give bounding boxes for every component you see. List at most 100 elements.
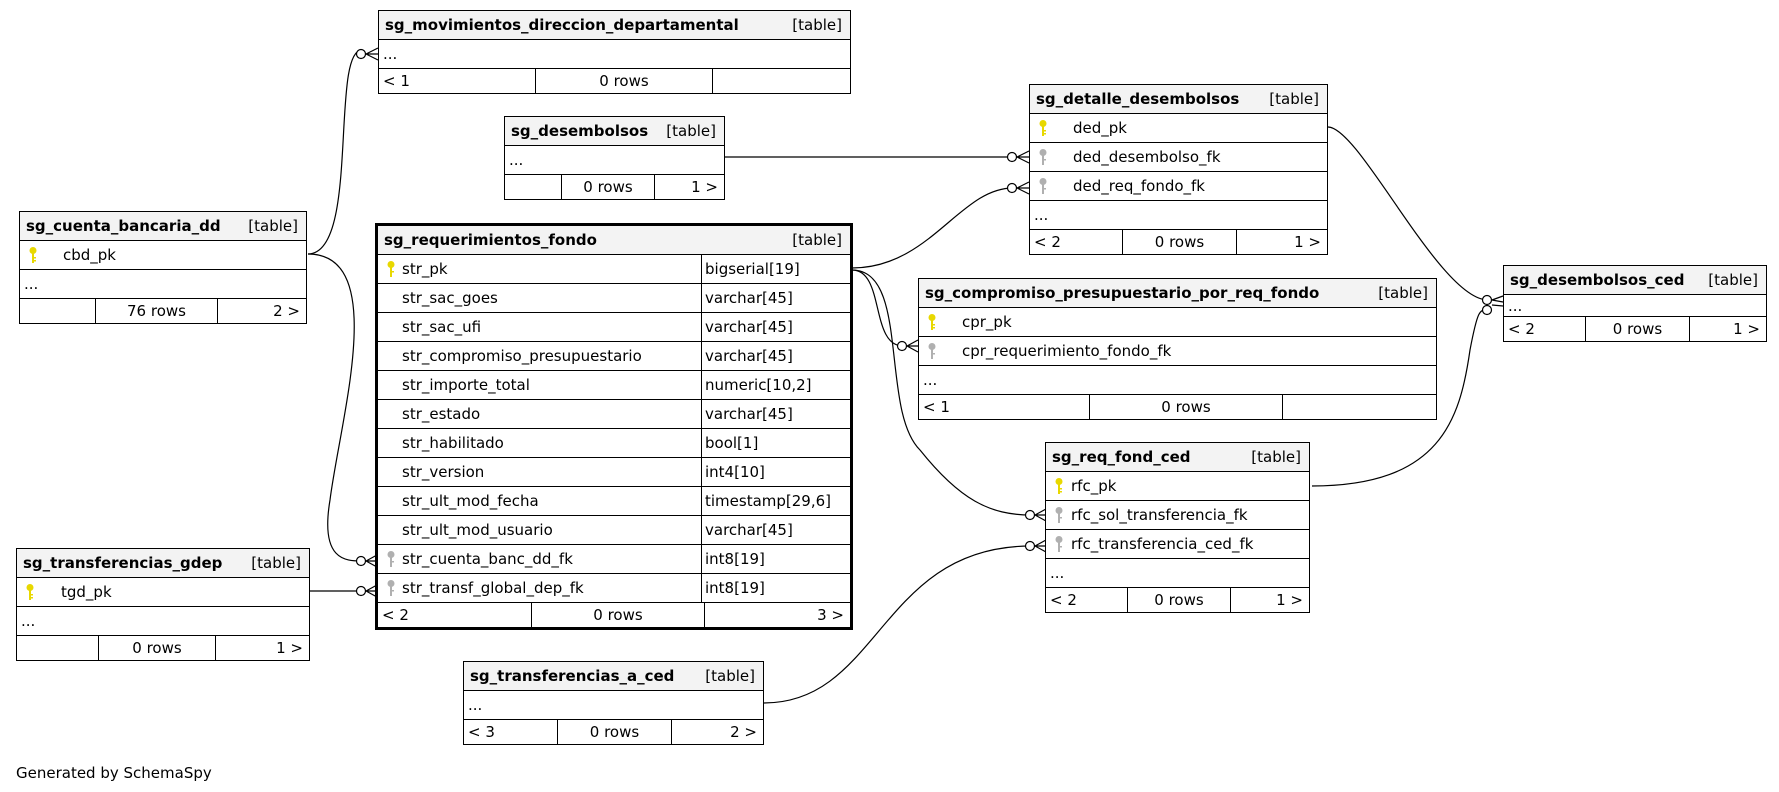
row-count: 0 rows <box>1585 317 1689 341</box>
children-link[interactable]: 1 > <box>1689 317 1766 341</box>
row-count: 0 rows <box>1089 395 1282 419</box>
table-name: sg_transferencias_gdep <box>23 554 223 572</box>
parents-link[interactable]: < 2 <box>1050 591 1077 609</box>
table-sg-desembolsos[interactable]: sg_desembolsos [table] ... 0 rows 1 > <box>504 116 725 200</box>
children-link[interactable] <box>712 69 850 93</box>
column-row[interactable]: rfc_pk <box>1046 472 1309 501</box>
column-row[interactable]: cpr_pk <box>919 308 1436 337</box>
column-row[interactable]: str_sac_ufi varchar[45] <box>378 313 850 342</box>
row-count: 0 rows <box>561 175 654 199</box>
table-tag: [table] <box>1269 90 1319 108</box>
column-name: tgd_pk <box>61 583 112 601</box>
parents-link[interactable]: < 1 <box>923 398 950 416</box>
children-link[interactable] <box>1282 395 1436 419</box>
row-count: 0 rows <box>98 636 215 660</box>
table-header: sg_detalle_desembolsos [table] <box>1030 85 1327 114</box>
column-row[interactable]: str_ult_mod_fecha timestamp[29,6] <box>378 487 850 516</box>
parents-link[interactable] <box>505 175 561 199</box>
column-row[interactable]: cpr_requerimiento_fondo_fk <box>919 337 1436 366</box>
table-name: sg_desembolsos_ced <box>1510 271 1685 289</box>
parents-link[interactable]: < 2 <box>1508 320 1535 338</box>
ellipsis: ... <box>24 275 39 293</box>
column-row[interactable]: ded_req_fondo_fk <box>1030 172 1327 201</box>
table-name: sg_requerimientos_fondo <box>384 231 597 249</box>
parents-link[interactable] <box>20 299 95 323</box>
edge-detalle-dce <box>1327 126 1489 301</box>
table-footer: 76 rows 2 > <box>20 299 306 323</box>
column-row[interactable]: rfc_transferencia_ced_fk <box>1046 530 1309 559</box>
column-row[interactable]: str_ult_mod_usuario varchar[45] <box>378 516 850 545</box>
column-name: str_ult_mod_usuario <box>402 521 553 539</box>
table-sg-cuenta-bancaria-dd[interactable]: sg_cuenta_bancaria_dd [table] cbd_pk ...… <box>19 211 307 324</box>
column-row[interactable]: tgd_pk <box>17 578 309 607</box>
children-link[interactable]: 1 > <box>215 636 309 660</box>
children-link[interactable]: 1 > <box>1230 588 1309 612</box>
column-name: cbd_pk <box>63 246 116 264</box>
column-row[interactable]: rfc_sol_transferencia_fk <box>1046 501 1309 530</box>
table-name: sg_compromiso_presupuestario_por_req_fon… <box>925 284 1320 302</box>
column-name: str_pk <box>402 260 448 278</box>
table-tag: [table] <box>792 16 842 34</box>
row-count: 0 rows <box>1122 230 1236 254</box>
children-link[interactable]: 2 > <box>671 720 763 744</box>
table-footer: < 2 0 rows 1 > <box>1504 317 1766 341</box>
row-count: 76 rows <box>95 299 217 323</box>
children-link[interactable]: 2 > <box>217 299 306 323</box>
table-sg-desembolsos-ced[interactable]: sg_desembolsos_ced [table] ... < 2 0 row… <box>1503 265 1767 342</box>
table-sg-compromiso-presupuestario-por-req-fondo[interactable]: sg_compromiso_presupuestario_por_req_fon… <box>918 278 1437 420</box>
ellipsis: ... <box>1050 564 1065 582</box>
table-sg-detalle-desembolsos[interactable]: sg_detalle_desembolsos [table] ded_pk de… <box>1029 84 1328 255</box>
ellipsis: ... <box>21 612 36 630</box>
table-sg-movimientos-direccion-departamental[interactable]: sg_movimientos_direccion_departamental [… <box>378 10 851 94</box>
row-count: 0 rows <box>535 69 712 93</box>
table-sg-transferencias-a-ced[interactable]: sg_transferencias_a_ced [table] ... < 3 … <box>463 661 764 745</box>
ellipsis-row: ... <box>464 691 763 720</box>
row-count: 0 rows <box>531 603 704 627</box>
column-name: str_ult_mod_fecha <box>402 492 539 510</box>
parents-link[interactable]: < 2 <box>1034 233 1061 251</box>
table-sg-transferencias-gdep[interactable]: sg_transferencias_gdep [table] tgd_pk ..… <box>16 548 310 661</box>
edge-req-detalle <box>851 187 1014 269</box>
column-row[interactable]: cbd_pk <box>20 241 306 270</box>
ellipsis: ... <box>509 151 524 169</box>
table-footer: < 2 0 rows 1 > <box>1046 588 1309 612</box>
column-name: ded_pk <box>1073 119 1127 137</box>
column-row[interactable]: ded_pk <box>1030 114 1327 143</box>
parents-link[interactable]: < 2 <box>382 606 409 624</box>
column-type: timestamp[29,6] <box>701 487 850 515</box>
table-footer: < 2 0 rows 3 > <box>378 603 850 627</box>
column-type: varchar[45] <box>701 516 850 544</box>
ellipsis: ... <box>383 45 398 63</box>
parents-link[interactable]: < 1 <box>383 72 410 90</box>
table-header: sg_transferencias_gdep [table] <box>17 549 309 578</box>
children-link[interactable]: 1 > <box>1236 230 1327 254</box>
table-name: sg_req_fond_ced <box>1052 448 1191 466</box>
row-count: 0 rows <box>1127 588 1230 612</box>
ellipsis: ... <box>923 371 938 389</box>
column-type: int8[19] <box>701 574 850 602</box>
parents-link[interactable]: < 3 <box>468 723 495 741</box>
column-name: str_sac_ufi <box>402 318 482 336</box>
table-sg-req-fond-ced[interactable]: sg_req_fond_ced [table] rfc_pk rfc_sol_t… <box>1045 442 1310 613</box>
table-footer: < 1 0 rows <box>919 395 1436 419</box>
column-type: int8[19] <box>701 545 850 573</box>
ellipsis-row: ... <box>20 270 306 299</box>
column-type: varchar[45] <box>701 313 850 341</box>
parents-link[interactable] <box>17 636 98 660</box>
children-link[interactable]: 1 > <box>654 175 724 199</box>
children-link[interactable]: 3 > <box>704 603 850 627</box>
column-type: bool[1] <box>701 429 850 457</box>
column-row[interactable]: ded_desembolso_fk <box>1030 143 1327 172</box>
table-header: sg_compromiso_presupuestario_por_req_fon… <box>919 279 1436 308</box>
